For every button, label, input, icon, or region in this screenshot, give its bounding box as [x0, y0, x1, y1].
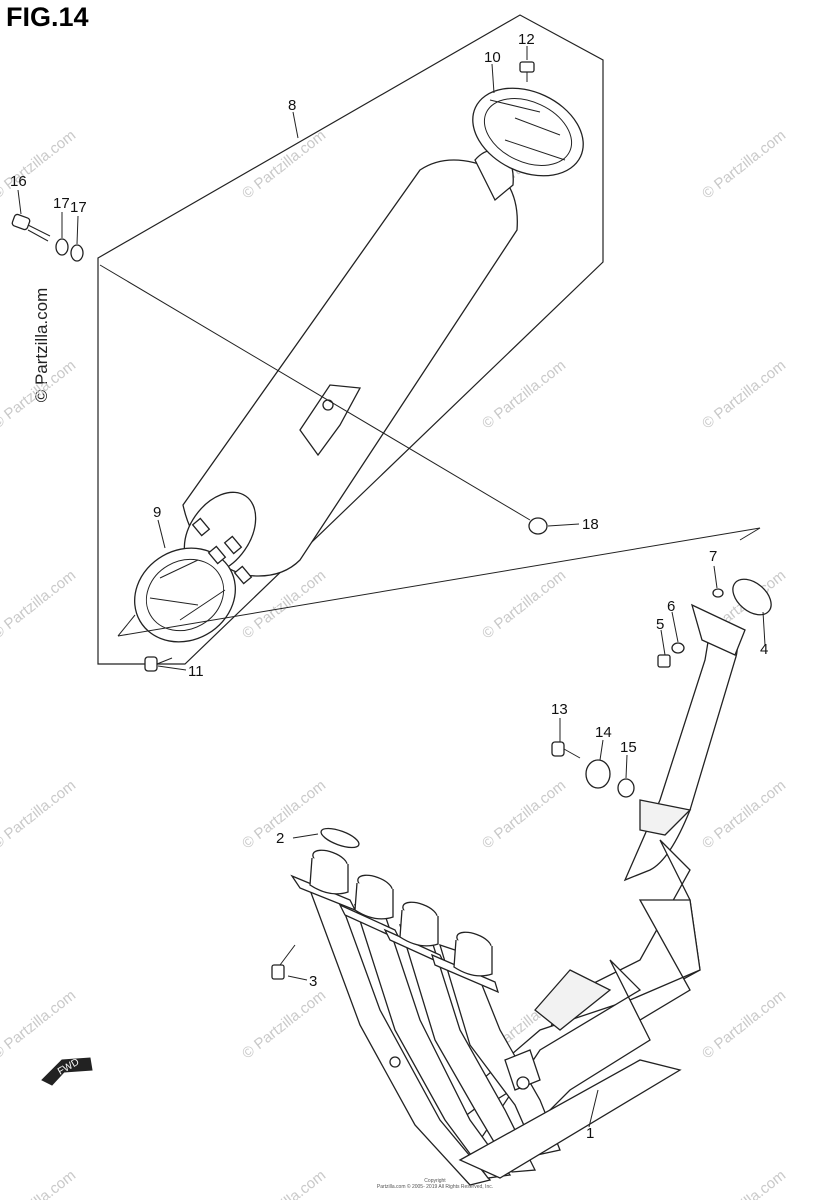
callout-10: 10: [484, 49, 501, 66]
nut-18: [528, 517, 548, 535]
callout-8: 8: [288, 97, 296, 114]
reference-lines: [99, 264, 761, 637]
callout-11: 11: [188, 663, 204, 680]
collar-15: [617, 778, 635, 798]
watermark-text: © Partzilla.com: [0, 987, 79, 1063]
end-cap-rear: [472, 87, 584, 177]
watermark-text: © Partzilla.com: [239, 987, 329, 1063]
watermark-text: © Partzilla.com: [699, 127, 789, 203]
washer-6: [671, 642, 685, 654]
callout-15: 15: [620, 739, 637, 756]
watermark-text: © Partzilla.com: [699, 777, 789, 853]
washer-17b: [70, 244, 84, 262]
callout-9: 9: [153, 504, 161, 521]
fwd-label: FWD: [56, 1057, 81, 1078]
washer-7: [712, 588, 724, 598]
muffler: [182, 149, 518, 577]
gasket-4: [732, 578, 772, 616]
callout-16: 16: [10, 173, 27, 190]
washer-17a: [55, 238, 69, 256]
watermark-text: © Partzilla.com: [699, 1167, 789, 1200]
exhaust-pipe: [308, 603, 746, 1186]
watermark-text: © Partzilla.com: [699, 357, 789, 433]
copyright-note: Copyright Partzilla.com © 2005- 2019 All…: [360, 1178, 510, 1190]
callout-2: 2: [276, 830, 284, 847]
bolt-16: [11, 213, 51, 242]
bolt-11: [144, 656, 173, 672]
watermark-text: © Partzilla.com: [239, 127, 329, 203]
callout-14: 14: [595, 724, 612, 741]
callout-6: 6: [667, 598, 675, 615]
copyright-line-2: Partzilla.com © 2005- 2019 All Rights Re…: [376, 1184, 494, 1190]
fwd-arrow-icon: FWD: [41, 1057, 93, 1086]
watermark-text: © Partzilla.com: [0, 777, 79, 853]
callout-13: 13: [551, 701, 568, 718]
callout-7: 7: [709, 548, 717, 565]
end-cap-front: [134, 517, 253, 643]
watermark-text: © Partzilla.com: [479, 567, 569, 643]
muffler-assembly-frame: [97, 14, 604, 665]
callouts: 1 2 3 4 5 6 7 8 9 10 11 12 13 14 15 16 1…: [10, 31, 768, 1142]
watermark-text: © Partzilla.com: [239, 567, 329, 643]
callout-5: 5: [656, 616, 664, 633]
mount-rubber-14: [585, 759, 611, 789]
watermark-text: © Partzilla.com: [699, 987, 789, 1063]
nut-5: [657, 654, 671, 668]
watermark-text: © Partzilla.com: [0, 357, 79, 433]
header-inlets: [290, 849, 500, 994]
callout-17b: 17: [70, 199, 87, 216]
watermark-text: © Partzilla.com: [0, 1167, 79, 1200]
watermark-text: © Partzilla.com: [0, 127, 79, 203]
callout-3: 3: [309, 973, 317, 990]
figure-title: FIG.14: [6, 2, 89, 32]
watermark-text: © Partzilla.com: [0, 567, 79, 643]
watermark-text: © Partzilla.com: [239, 1167, 329, 1200]
callout-17a: 17: [53, 195, 70, 212]
callout-18: 18: [582, 516, 599, 533]
leader-lines: [17, 46, 766, 1128]
bolt-13: [551, 741, 581, 759]
callout-12: 12: [518, 31, 535, 48]
stud-3: [271, 944, 296, 980]
copyright-line-1: Copyright: [424, 1178, 446, 1184]
callout-1: 1: [586, 1125, 594, 1142]
callout-4: 4: [760, 641, 768, 658]
gasket-2: [320, 827, 360, 849]
fastener-12: [519, 61, 535, 82]
watermark-text: © Partzilla.com: [479, 777, 569, 853]
